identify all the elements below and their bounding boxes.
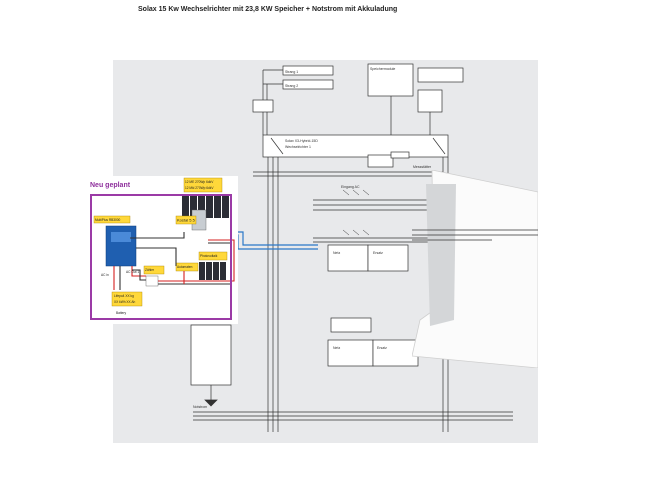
multiplus-label: MultiPlus RB3000 [95, 218, 121, 222]
ersatz-label: Ersatz [373, 251, 383, 255]
ac-out-label: AC Out 1 [126, 270, 139, 274]
page-title: Solax 15 Kw Wechselrichter mit 23,8 KW S… [138, 6, 398, 13]
modules-line2: 12 Mkl 270Wp 6dkV [185, 186, 214, 190]
wechselrichter-label: Wechselrichter 1 [285, 145, 311, 149]
battery-info-2: XX kWh XX Ah [114, 300, 135, 304]
speichermodule-label: Speichermodule [370, 67, 395, 71]
ac-in-label: AC in [101, 273, 109, 277]
string1-label: Strang 1 [285, 70, 298, 74]
pv-modules-top [182, 177, 229, 218]
ersatz-label-2: Ersatz [377, 346, 387, 350]
automaten-label: Automaten [177, 265, 193, 269]
modules-line1: 12 ME 270Wp 6dkV [185, 180, 214, 184]
eingang-label: Eingang AC [341, 185, 360, 189]
battery-label: Battery [116, 311, 127, 315]
messstaetter-label: Messstätter [413, 165, 432, 169]
folded-paper-overlay [412, 170, 538, 368]
zaehler-label: Zähler [145, 268, 155, 272]
netz-label: Netz [333, 251, 340, 255]
battery-info-1: Lifepo4 XX kg [114, 294, 134, 298]
notstrom-label: Notstrom [193, 405, 207, 409]
modules-small-label: Photovoltaik [200, 254, 218, 258]
new-plan-frame [90, 194, 232, 320]
netz-label-2: Netz [333, 346, 340, 350]
new-plan-drawing: 12 ME 270Wp 6dkV 12 Mkl 270Wp 6dkV Kosta… [93, 177, 235, 315]
solax-label: Solax X3-Hybrid-15D [285, 139, 318, 143]
new-plan-inset: 12 ME 270Wp 6dkV 12 Mkl 270Wp 6dkV Kosta… [84, 176, 238, 324]
kostal-label: Kostal 5.5 [177, 218, 196, 223]
new-plan-heading: Neu geplant [90, 182, 131, 189]
string2-label: Strang 2 [285, 84, 298, 88]
